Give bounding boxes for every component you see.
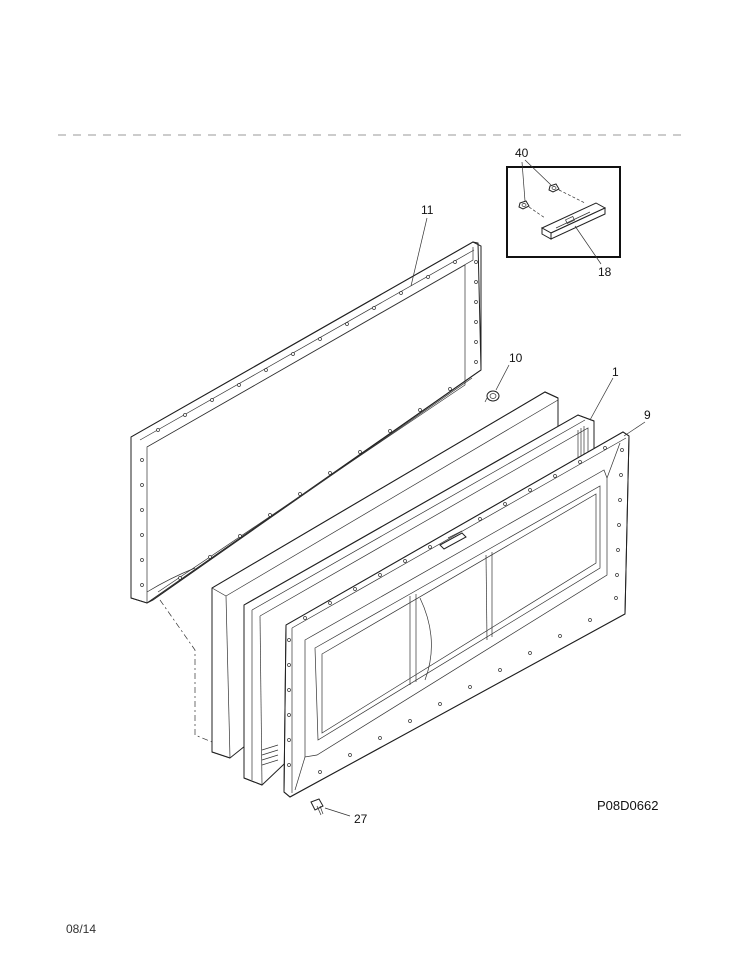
leader-9 <box>623 421 646 437</box>
callout-11: 11 <box>421 203 434 217</box>
leader-40-b <box>524 159 552 186</box>
leader-18 <box>574 225 602 265</box>
leader-10 <box>495 364 510 391</box>
page-date: 08/14 <box>66 922 96 936</box>
gasket-11-holes <box>140 260 478 587</box>
leader-1 <box>589 377 614 421</box>
part-40-screw[interactable] <box>518 200 530 210</box>
callout-10: 10 <box>509 351 523 365</box>
diagram-part-code: P08D0662 <box>597 798 658 813</box>
part-11-gasket[interactable] <box>130 241 482 604</box>
callout-40: 40 <box>515 146 529 160</box>
callout-27: 27 <box>354 812 368 826</box>
alignment-line <box>159 599 213 743</box>
leader-40-a <box>521 161 526 202</box>
part-18-bracket[interactable] <box>540 202 607 240</box>
part-10-bumper[interactable] <box>484 390 500 403</box>
callout-18: 18 <box>598 265 612 279</box>
part-27-screw[interactable] <box>310 798 324 816</box>
leader-11 <box>410 217 428 287</box>
callout-9: 9 <box>644 408 651 422</box>
inset-detail-box <box>506 166 621 258</box>
door-9-holes <box>287 446 624 774</box>
part-40-screw[interactable] <box>548 183 560 193</box>
leader-27 <box>324 807 351 817</box>
part-9-outer-door[interactable] <box>283 431 630 798</box>
callout-1: 1 <box>612 365 619 379</box>
